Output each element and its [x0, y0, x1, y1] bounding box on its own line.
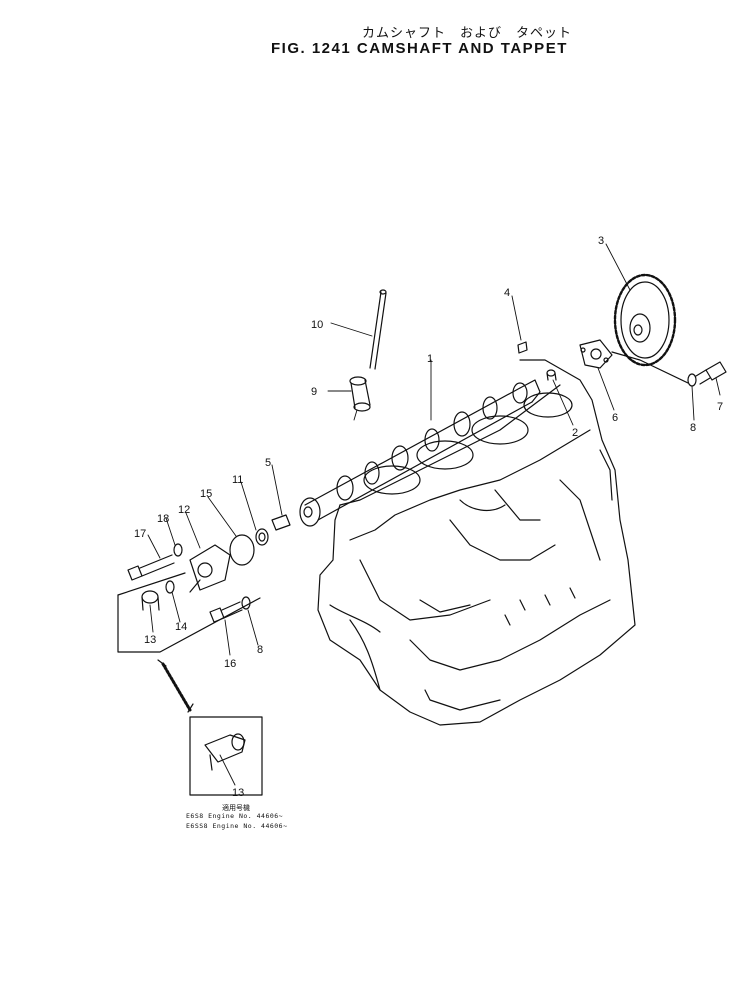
callout-7: 7 [717, 401, 723, 413]
callout-3: 3 [598, 235, 604, 247]
callout-8-right: 8 [690, 422, 696, 434]
bolt-7 [695, 361, 727, 385]
group-bracket [117, 594, 261, 653]
callout-4: 4 [504, 287, 510, 299]
callout-9: 9 [311, 386, 317, 398]
callout-18: 18 [157, 513, 169, 525]
engine-block [317, 359, 636, 726]
applicability-heading: 適用号機 [222, 804, 250, 812]
bolt-17 [127, 554, 175, 581]
callout-17: 17 [134, 528, 146, 540]
o-ring [229, 534, 255, 566]
callout-2: 2 [572, 427, 578, 439]
applicability-line-1: E6S8 Engine No. 44606~ [186, 812, 284, 820]
callout-1: 1 [427, 353, 433, 365]
gasket-14 [165, 580, 175, 594]
seal-ring [255, 528, 269, 546]
double-arrow [157, 659, 194, 713]
pushrod [369, 289, 387, 370]
figure-title-japanese: カムシャフト および タペット [362, 26, 573, 41]
callout-5: 5 [265, 457, 271, 469]
callout-6: 6 [612, 412, 618, 424]
tappet [349, 376, 371, 412]
leader-lines [147, 243, 721, 786]
callout-11: 11 [232, 474, 243, 486]
dowel-pin [546, 369, 557, 381]
callout-8-left: 8 [257, 644, 263, 656]
bolt-16 [209, 601, 243, 623]
callout-15: 15 [200, 488, 212, 500]
callout-12: 12 [178, 504, 190, 516]
plug [271, 514, 291, 531]
callout-14: 14 [175, 621, 187, 633]
thrust-plate [579, 339, 689, 384]
washer-18 [173, 543, 183, 557]
figure-title: FIG. 1241 CAMSHAFT AND TAPPET [271, 40, 568, 57]
callout-16: 16 [224, 658, 236, 670]
key [517, 341, 528, 354]
inset-box [189, 716, 263, 796]
camshaft [299, 379, 541, 527]
washer-8-right [687, 373, 697, 387]
applicability-line-2: E6SS8 Engine No. 44606~ [186, 822, 288, 830]
callout-13-group: 13 [144, 634, 156, 646]
callout-10: 10 [311, 319, 323, 331]
camshaft-gear [613, 273, 677, 367]
callout-13-inset: 13 [232, 787, 244, 799]
cover-plate [189, 544, 231, 593]
cap-13 [141, 590, 160, 611]
